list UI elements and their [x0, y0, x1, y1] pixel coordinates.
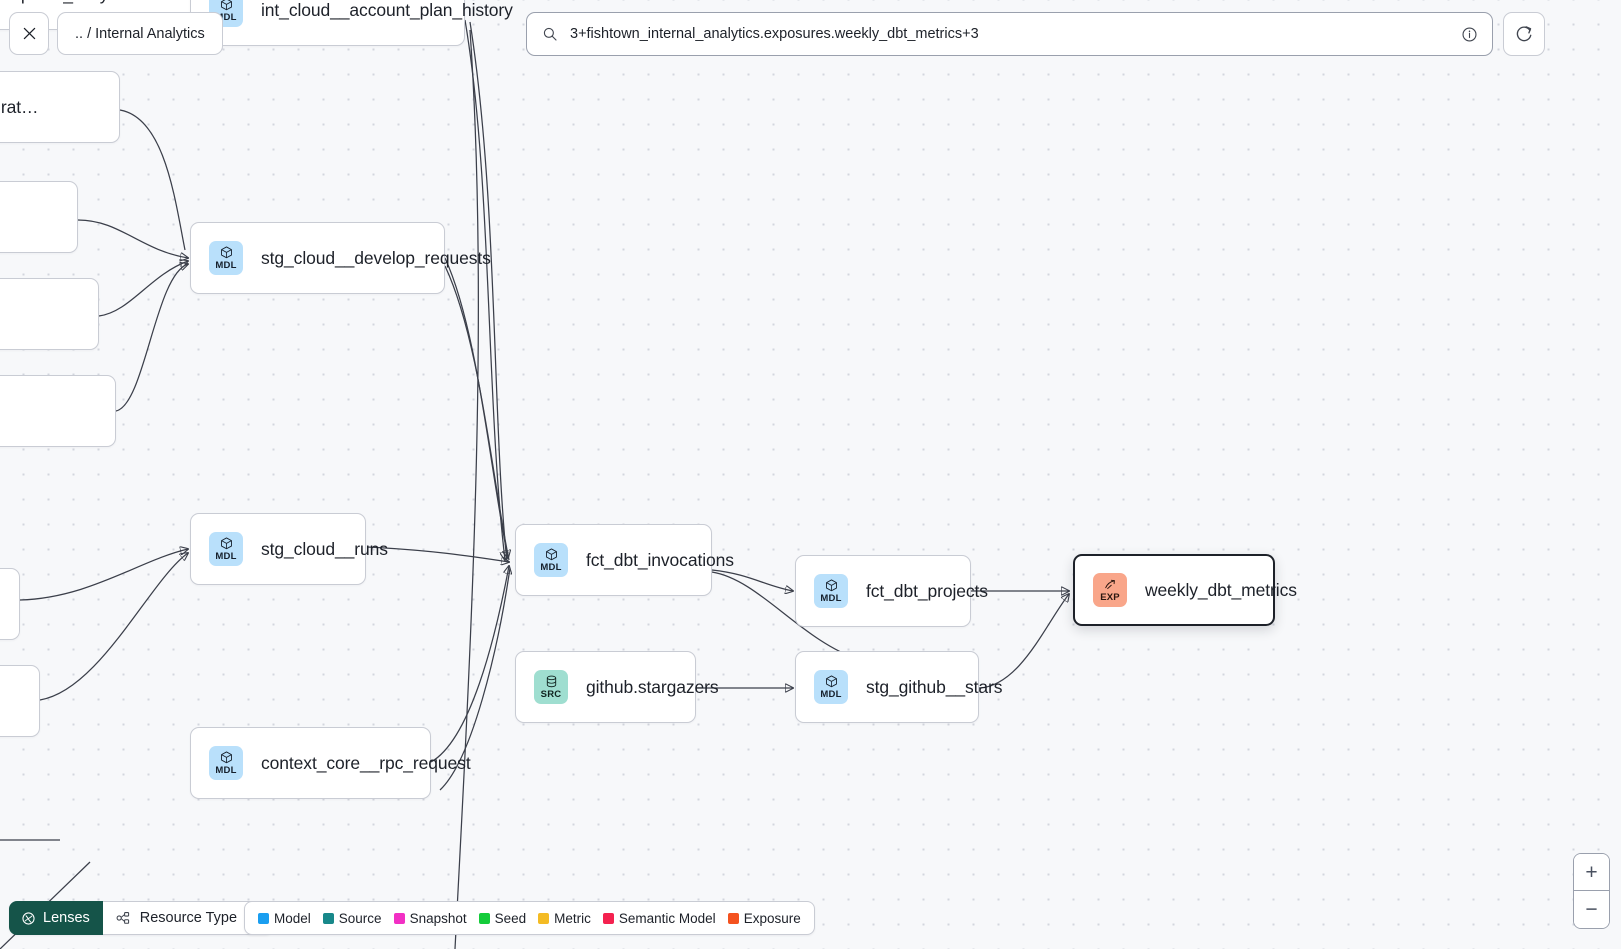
- legend-label: Model: [274, 910, 311, 926]
- legend-swatch: [727, 912, 739, 924]
- node-label: github.stargazers: [586, 676, 719, 697]
- legend-item-model[interactable]: Model: [258, 911, 311, 926]
- cube-icon: [825, 675, 837, 688]
- node-label: context_core__rpc_request: [261, 752, 471, 773]
- node-label: fct_dbt_projects: [866, 580, 988, 601]
- legend-swatch: [602, 912, 614, 924]
- badge-text: MDL: [215, 260, 237, 272]
- legend-item-metric[interactable]: Metric: [538, 911, 591, 926]
- close-button[interactable]: [9, 12, 49, 55]
- lineage-node-context_core__rpc_request[interactable]: MDL context_core__rpc_request: [190, 727, 471, 799]
- legend-label: Metric: [554, 910, 591, 926]
- nodes-icon: [116, 912, 129, 924]
- lineage-node-left_run[interactable]: .run: [0, 665, 40, 737]
- lineage-node-stg_github__stars[interactable]: MDL stg_github__stars: [795, 651, 1003, 723]
- resource-type-legend: Model Source Snapshot Seed Metric Semantic Mo…: [244, 901, 815, 935]
- legend-label: Snapshot: [409, 910, 467, 926]
- resource-type-label: Resource Type: [139, 910, 238, 926]
- badge-text: MDL: [540, 562, 562, 574]
- node-type-badge-exp: EXP: [1093, 573, 1127, 607]
- cube-icon: [545, 548, 557, 561]
- legend-swatch: [322, 912, 334, 924]
- lineage-node-velop_request[interactable]: velop_request: [0, 278, 99, 350]
- node-type-badge-src: SRC: [534, 670, 568, 704]
- cube-icon: [825, 579, 837, 592]
- node-type-badge-mdl: MDL: [814, 670, 848, 704]
- refresh-icon: [1516, 26, 1532, 42]
- lineage-node-int_cloud__account_plan_history[interactable]: MDL int_cloud__account_plan_history: [190, 0, 513, 46]
- node-label: stg_cloud__develop_requests: [261, 247, 491, 268]
- node-label: multicell_migrat…: [0, 96, 39, 117]
- legend-swatch: [393, 912, 405, 924]
- node-label: fct_dbt_invocations: [586, 549, 734, 570]
- lineage-node-multicell_migrat[interactable]: multicell_migrat…: [0, 71, 120, 143]
- badge-text: MDL: [820, 593, 842, 605]
- legend-label: Source: [338, 910, 382, 926]
- legend-swatch: [478, 912, 490, 924]
- legend-label: Seed: [494, 910, 527, 926]
- breadcrumb-label: .. / Internal Analytics: [75, 25, 205, 42]
- database-icon: [546, 675, 556, 688]
- legend-item-source[interactable]: Source: [322, 910, 382, 926]
- lens-icon: [22, 911, 35, 925]
- badge-text: MDL: [215, 12, 237, 24]
- legend-item-semantic-model[interactable]: Semantic Model: [602, 910, 716, 926]
- node-type-badge-mdl: MDL: [209, 746, 243, 780]
- zoom-controls[interactable]: + −: [1573, 853, 1610, 929]
- node-label: stg_cloud__runs: [261, 538, 388, 559]
- legend-item-seed[interactable]: Seed: [478, 910, 527, 926]
- cube-icon: [220, 246, 232, 259]
- lineage-node-fct_dbt_invocations[interactable]: MDL fct_dbt_invocations: [515, 524, 734, 596]
- search-icon: [543, 27, 557, 41]
- legend-label: Semantic Model: [618, 910, 716, 926]
- zoom-in-button[interactable]: +: [1574, 854, 1609, 891]
- cube-icon: [220, 0, 232, 11]
- lineage-search-bar[interactable]: [526, 12, 1493, 56]
- lineage-node-stg_cloud__runs[interactable]: MDL stg_cloud__runs: [190, 513, 388, 585]
- lineage-node-stg_cloud__develop_requests[interactable]: MDL stg_cloud__develop_requests: [190, 222, 491, 294]
- legend-swatch: [538, 912, 550, 924]
- info-circle-icon: [1462, 26, 1477, 42]
- search-input[interactable]: [570, 26, 1461, 42]
- node-type-badge-mdl: MDL: [209, 241, 243, 275]
- cube-icon: [220, 751, 232, 764]
- breadcrumb[interactable]: .. / Internal Analytics: [57, 12, 223, 55]
- zoom-out-button[interactable]: −: [1574, 891, 1609, 928]
- search-info-button[interactable]: [1461, 26, 1478, 43]
- lineage-node-weekly_dbt_metrics[interactable]: EXP weekly_dbt_metrics: [1073, 554, 1297, 626]
- node-type-badge-mdl: MDL: [209, 532, 243, 566]
- lenses-label: Lenses: [43, 910, 90, 926]
- node-type-badge-mdl: MDL: [814, 574, 848, 608]
- legend-swatch: [258, 912, 269, 924]
- badge-text: EXP: [1100, 592, 1120, 604]
- badge-text: MDL: [215, 551, 237, 563]
- node-label: int_cloud__account_plan_history: [261, 0, 513, 20]
- refresh-button[interactable]: [1503, 12, 1545, 56]
- lineage-node-develop_request[interactable]: _develop_request: [0, 375, 116, 447]
- lineage-node-github.stargazers[interactable]: SRC github.stargazers: [515, 651, 719, 723]
- node-label: snapshot_daily: [0, 0, 108, 5]
- cube-icon: [220, 537, 232, 550]
- lenses-button[interactable]: Lenses: [9, 901, 103, 935]
- badge-text: SRC: [540, 689, 562, 701]
- trend-chart-icon: [1104, 580, 1115, 590]
- legend-item-snapshot[interactable]: Snapshot: [393, 910, 467, 926]
- legend-label: Exposure: [743, 910, 801, 926]
- lineage-node-left_n[interactable]: n: [0, 568, 20, 640]
- close-icon: [23, 27, 35, 40]
- node-label: weekly_dbt_metrics: [1145, 579, 1297, 600]
- badge-text: MDL: [820, 689, 842, 701]
- node-type-badge-mdl: MDL: [534, 543, 568, 577]
- lineage-node-op_request[interactable]: op_request: [0, 181, 78, 253]
- node-label: stg_github__stars: [866, 676, 1003, 697]
- lenses-control-group[interactable]: Lenses Resource Type: [9, 901, 274, 935]
- legend-item-exposure[interactable]: Exposure: [727, 910, 801, 926]
- badge-text: MDL: [215, 765, 237, 777]
- lineage-node-fct_dbt_projects[interactable]: MDL fct_dbt_projects: [795, 555, 988, 627]
